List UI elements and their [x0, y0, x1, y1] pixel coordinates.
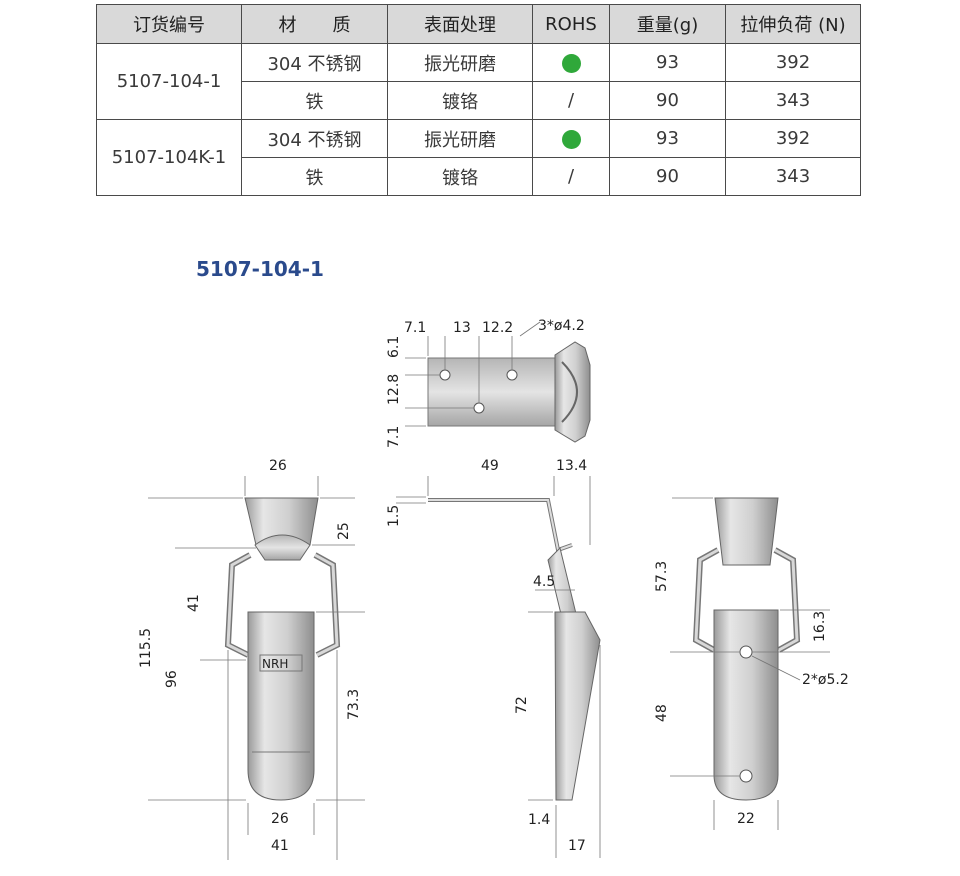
- dim-top-13: 13: [453, 320, 471, 336]
- col-header-weight: 重量(g): [609, 4, 726, 44]
- dim-front-41: 41: [186, 594, 202, 612]
- dim-top-6-1: 6.1: [386, 336, 402, 358]
- table-row: 铁 镀铬 / 90 343: [97, 157, 861, 196]
- rohs-compliant-dot: [561, 53, 581, 73]
- dim-back-holes: 2*ø5.2: [802, 672, 849, 688]
- load-cell: 343: [725, 81, 861, 120]
- top-plate: [427, 357, 559, 427]
- side-view: 49 13.4 1.5 4.5 72 1.4 17: [386, 458, 601, 858]
- front-lever: [247, 611, 315, 801]
- finish-cell: 镀铬: [387, 157, 533, 196]
- dim-front-41-bottom: 41: [271, 838, 289, 854]
- dim-front-96: 96: [164, 670, 180, 688]
- dim-top-holes: 3*ø4.2: [538, 318, 585, 334]
- rohs-cell: [532, 43, 610, 82]
- load-cell: 392: [725, 119, 861, 158]
- nrh-logo-text: NRH: [262, 657, 288, 671]
- side-lever: [554, 611, 601, 801]
- dim-top-12-2: 12.2: [482, 320, 513, 336]
- material-cell: 304 不锈钢: [241, 119, 388, 158]
- table-row: 5107-104K-1 304 不锈钢 振光研磨 93 392: [96, 119, 861, 196]
- hole-icon: [439, 369, 451, 381]
- dim-side-49: 49: [481, 458, 499, 474]
- finish-cell: 振光研磨: [387, 119, 533, 158]
- top-view: 7.1 13 12.2 3*ø4.2 6.1 12.8 7.1: [386, 318, 591, 448]
- table-row: 5107-104-1 304 不锈钢 振光研磨 93 392: [96, 43, 861, 120]
- table-row: 铁 镀铬 / 90 343: [97, 81, 861, 120]
- back-clip-top: [714, 497, 779, 566]
- dim-back-48: 48: [654, 704, 670, 722]
- finish-cell: 镀铬: [387, 81, 533, 120]
- back-view: 57.3 16.3 2*ø5.2 48 22: [654, 497, 849, 830]
- drawing-title: 5107-104-1: [196, 257, 324, 281]
- weight-cell: 93: [609, 43, 726, 82]
- dim-top-7-1-b: 7.1: [386, 426, 402, 448]
- col-header-load: 拉伸负荷 (N): [725, 4, 861, 44]
- dim-back-57-3: 57.3: [654, 561, 670, 592]
- weight-cell: 93: [609, 119, 726, 158]
- hole-icon: [739, 769, 753, 783]
- dim-top-12-8: 12.8: [386, 374, 402, 405]
- load-cell: 343: [725, 157, 861, 196]
- dim-back-16-3: 16.3: [812, 611, 828, 642]
- spec-table: 订货编号 材 质 表面处理 ROHS 重量(g) 拉伸负荷 (N) 5107-1…: [96, 4, 861, 196]
- model-cell: 5107-104K-1: [96, 119, 242, 196]
- dim-front-26-bottom: 26: [271, 811, 289, 827]
- dim-side-1-4: 1.4: [528, 812, 550, 828]
- dim-back-22: 22: [737, 811, 755, 827]
- dim-front-25: 25: [336, 522, 352, 540]
- hole-icon: [506, 369, 518, 381]
- material-cell: 铁: [241, 81, 388, 120]
- hole-icon: [473, 402, 485, 414]
- finish-cell: 振光研磨: [387, 43, 533, 82]
- load-cell: 392: [725, 43, 861, 82]
- material-cell: 铁: [241, 157, 388, 196]
- table-header-row: 订货编号 材 质 表面处理 ROHS 重量(g) 拉伸负荷 (N): [96, 4, 861, 44]
- hole-icon: [739, 645, 753, 659]
- weight-cell: 90: [609, 81, 726, 120]
- front-view: NRH 26 25 41 115.5 96 73.3 26 41: [138, 458, 365, 860]
- weight-cell: 90: [609, 157, 726, 196]
- dim-side-17: 17: [568, 838, 586, 854]
- dim-side-4-5: 4.5: [533, 574, 555, 590]
- rohs-compliant-dot: [561, 129, 581, 149]
- dim-front-115-5: 115.5: [138, 628, 154, 668]
- rohs-cell: [532, 119, 610, 158]
- dim-side-1-5: 1.5: [386, 505, 402, 527]
- col-header-model: 订货编号: [96, 4, 242, 44]
- top-hook: [554, 341, 591, 443]
- nrh-logo: [259, 654, 303, 672]
- rohs-cell: /: [532, 157, 610, 196]
- back-plate: [713, 609, 779, 801]
- dim-side-13-4: 13.4: [556, 458, 587, 474]
- dim-top-7-1: 7.1: [404, 320, 426, 336]
- rohs-cell: /: [532, 81, 610, 120]
- dim-front-26-top: 26: [269, 458, 287, 474]
- dim-side-72: 72: [514, 696, 530, 714]
- material-cell: 304 不锈钢: [241, 43, 388, 82]
- model-cell: 5107-104-1: [96, 43, 242, 120]
- dim-front-73-3: 73.3: [346, 689, 362, 720]
